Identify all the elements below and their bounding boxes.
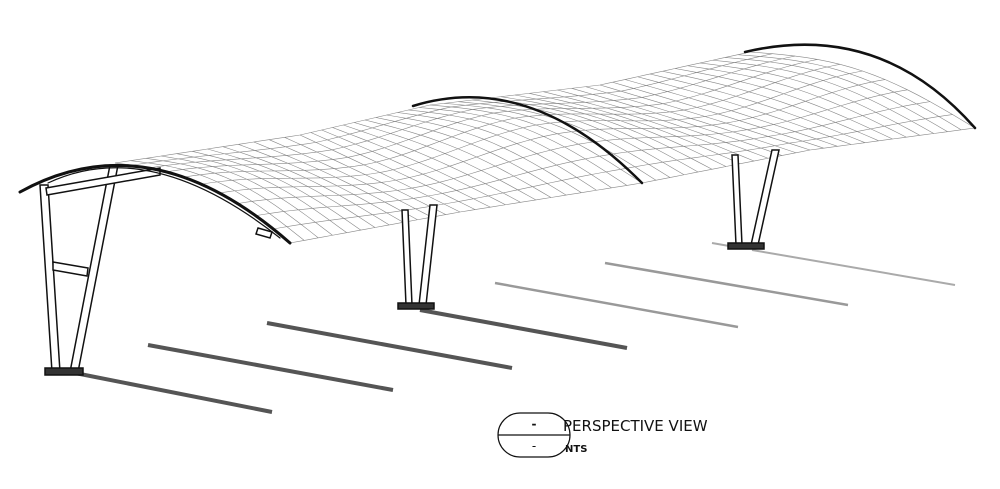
mesh-line-cross	[238, 144, 404, 223]
base-plate	[44, 367, 84, 376]
mesh-line-cross	[529, 93, 741, 165]
mesh-line-cross	[749, 51, 976, 129]
post-brace	[45, 167, 161, 196]
parking-stripe	[147, 343, 394, 392]
post	[731, 154, 743, 246]
mesh-line-cross	[687, 65, 907, 138]
mesh-line-cross	[429, 104, 643, 184]
mesh-line-cross	[332, 127, 506, 206]
mesh-line-cross	[375, 117, 567, 196]
parking-stripe	[419, 308, 628, 350]
mesh-line-cross	[269, 139, 432, 218]
parking-stripes	[69, 242, 956, 414]
mesh-line-long	[202, 70, 863, 185]
post	[418, 204, 438, 306]
mesh-line-cross	[662, 70, 879, 142]
fabric-membrane	[114, 51, 976, 244]
mesh-line-cross	[486, 98, 699, 173]
mesh-line-cross	[599, 84, 811, 151]
mesh-line-cross	[472, 99, 685, 176]
parking-stripe	[69, 370, 273, 414]
mesh-line-cross	[737, 54, 962, 131]
mesh-line-cross	[253, 141, 418, 221]
post	[39, 184, 61, 373]
mesh-line-cross	[444, 103, 657, 181]
mesh-line-cross	[500, 96, 713, 170]
parking-stripe	[751, 249, 956, 286]
mesh-line-cross	[176, 153, 347, 233]
arch-left-inner	[47, 167, 281, 239]
mesh-line-cross	[284, 137, 446, 215]
mesh-line-cross	[724, 57, 948, 132]
mesh-line-cross	[397, 112, 597, 191]
mesh-line-cross	[674, 68, 893, 140]
mesh-line-cross	[364, 119, 552, 198]
parking-stripe	[266, 321, 513, 370]
mesh-line-cross	[612, 81, 824, 149]
mesh-line-cross	[130, 160, 305, 241]
detail-bubble	[497, 412, 571, 458]
detail-callout: - - PERSPECTIVE VIEW NTS	[497, 412, 708, 458]
mesh-line-cross	[321, 129, 491, 208]
mesh-line-cross	[543, 91, 755, 162]
scale-note: NTS	[565, 444, 587, 455]
mesh-line-cross	[310, 132, 476, 210]
arch-left	[18, 163, 292, 245]
mesh-line-cross	[207, 148, 376, 228]
base-plate	[727, 242, 765, 250]
mesh-line-cross	[649, 73, 866, 143]
view-title: PERSPECTIVE VIEW	[563, 417, 708, 435]
arch-middle	[411, 96, 644, 185]
parking-stripe	[494, 281, 739, 329]
mesh-line-cross	[712, 59, 934, 134]
mesh-line-cross	[145, 158, 319, 239]
mesh-line-cross	[299, 134, 461, 213]
mesh-line-cross	[557, 89, 769, 159]
mesh-line-cross	[408, 109, 612, 189]
mesh-line-long	[272, 114, 953, 230]
post-brace	[52, 261, 89, 277]
post	[750, 149, 780, 246]
mesh-line-cross	[161, 155, 333, 236]
mesh-line-long	[254, 101, 931, 217]
detail-number: -	[532, 417, 537, 431]
parking-stripe	[604, 261, 849, 307]
mesh-line-cross	[354, 122, 536, 201]
mesh-line-cross	[419, 107, 627, 186]
mesh-line-cross	[386, 114, 582, 193]
mesh-line-cross	[222, 146, 390, 226]
mesh-line-cross	[585, 86, 797, 154]
base-plate	[397, 302, 435, 310]
arch-right	[743, 43, 977, 130]
mesh-line-cross	[637, 76, 852, 145]
sheet-number: -	[532, 439, 536, 453]
mesh-line-cross	[571, 88, 783, 156]
mesh-line-cross	[699, 62, 921, 136]
mesh-line-cross	[192, 151, 362, 231]
arches	[18, 43, 977, 245]
mesh-line-cross	[624, 79, 838, 147]
mesh-line-cross	[343, 124, 521, 203]
support-posts	[39, 149, 780, 376]
cross-tube	[255, 227, 273, 239]
mesh-line-cross	[514, 94, 727, 167]
post	[401, 209, 413, 306]
